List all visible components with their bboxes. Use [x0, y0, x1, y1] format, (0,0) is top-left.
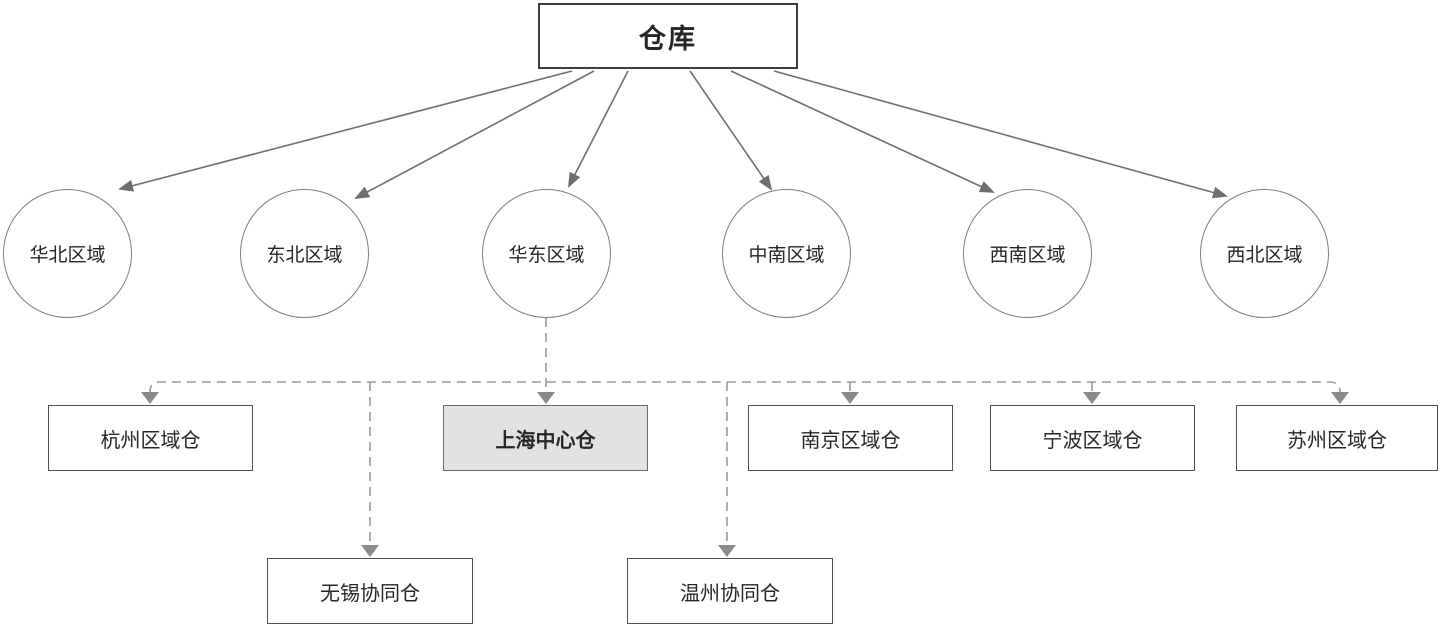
- node-region-southwest-label: 西南区域: [989, 245, 1066, 266]
- node-region-northwest-label: 西北区域: [1226, 245, 1303, 266]
- node-warehouse-suzhou[interactable]: 苏州区域仓: [1236, 405, 1438, 471]
- node-warehouse-nanjing[interactable]: 南京区域仓: [748, 405, 953, 471]
- node-region-southwest[interactable]: 西南区域: [963, 189, 1092, 318]
- node-warehouse-wuxi-collab-label: 无锡协同仓: [320, 582, 420, 605]
- node-warehouse-ningbo-label: 宁波区域仓: [1042, 429, 1143, 452]
- node-region-north-china[interactable]: 华北区域: [3, 189, 132, 318]
- node-region-central-south[interactable]: 中南区域: [722, 189, 851, 318]
- node-region-northeast[interactable]: 东北区域: [240, 189, 369, 318]
- node-warehouse-root[interactable]: 仓库: [538, 3, 798, 69]
- node-region-northwest[interactable]: 西北区域: [1200, 189, 1329, 318]
- node-region-central-south-label: 中南区域: [748, 245, 825, 266]
- node-region-east-china[interactable]: 华东区域: [482, 189, 611, 318]
- node-region-east-china-label: 华东区域: [508, 245, 585, 266]
- node-warehouse-hangzhou-label: 杭州区域仓: [100, 429, 201, 452]
- node-warehouse-nanjing-label: 南京区域仓: [800, 429, 901, 452]
- node-region-northeast-label: 东北区域: [266, 245, 343, 266]
- root-to-region-arrows: [118, 70, 1228, 199]
- node-warehouse-hangzhou[interactable]: 杭州区域仓: [48, 405, 253, 471]
- node-warehouse-wuxi-collab[interactable]: 无锡协同仓: [267, 558, 473, 624]
- node-warehouse-shanghai-central[interactable]: 上海中心仓: [443, 405, 648, 471]
- node-warehouse-wenzhou-collab[interactable]: 温州协同仓: [627, 558, 833, 624]
- node-region-north-china-label: 华北区域: [29, 245, 106, 266]
- node-warehouse-ningbo[interactable]: 宁波区域仓: [990, 405, 1195, 471]
- node-warehouse-wenzhou-collab-label: 温州协同仓: [680, 582, 780, 605]
- node-warehouse-root-label: 仓库: [639, 23, 697, 54]
- node-warehouse-suzhou-label: 苏州区域仓: [1287, 429, 1387, 452]
- node-warehouse-shanghai-central-label: 上海中心仓: [495, 429, 596, 452]
